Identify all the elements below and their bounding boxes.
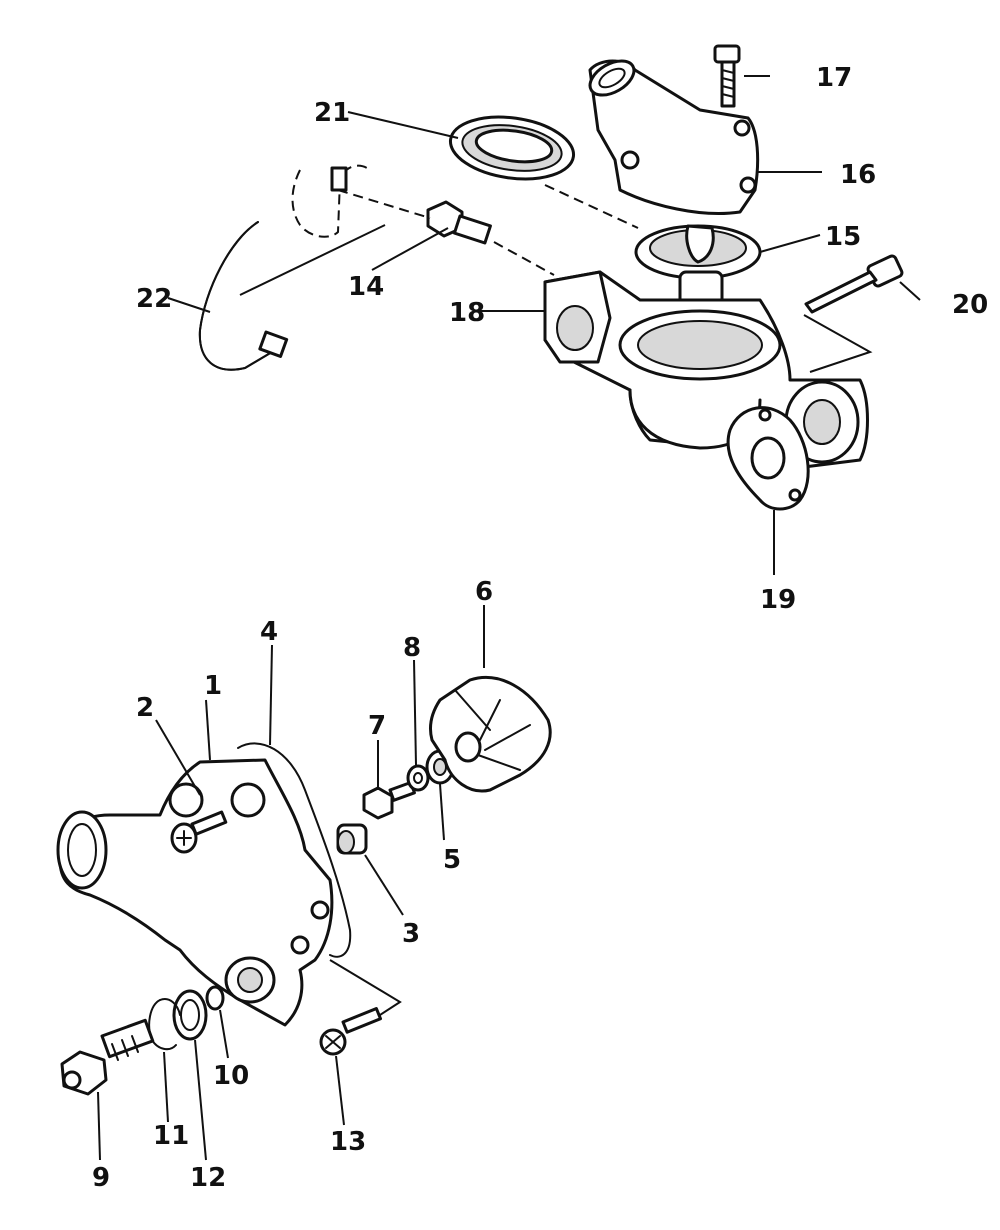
part-4-pump-gasket [237,742,352,958]
callout-18: 18 [449,298,485,328]
part-7-bolt [362,780,416,820]
part-3-spacer [336,823,368,855]
part-15-thermostat [634,224,762,308]
wire-connector-dashed-line [291,164,371,238]
callout-9: 9 [92,1163,110,1193]
part-12-ring [172,989,208,1041]
callout-8: 8 [403,633,421,663]
callout-5: 5 [443,845,461,875]
callout-19: 19 [760,585,796,615]
callout-7: 7 [368,711,386,741]
part-22-wire-harness [198,221,289,371]
callout-2: 2 [136,693,154,723]
callout-1: 1 [204,671,222,701]
callout-13: 13 [330,1127,366,1157]
wire-connector-terminal [330,166,348,192]
callout-4: 4 [260,617,278,647]
leader-lines [97,75,921,1161]
part-2-screw [170,810,228,854]
callout-6: 6 [475,577,493,607]
callout-11: 11 [153,1121,189,1151]
part-19-gasket [726,406,810,511]
callout-12: 12 [190,1163,226,1193]
part-20-long-bolt [804,254,904,314]
callout-21: 21 [314,98,350,128]
part-1-pump-housing [56,758,334,1027]
callout-17: 17 [816,63,852,93]
callout-16: 16 [840,160,876,190]
callout-10: 10 [213,1061,249,1091]
part-6-impeller [428,675,552,793]
part-14-temperature-sender [426,200,492,245]
part-9-drain-plug [60,1018,155,1096]
callout-14: 14 [348,272,384,302]
part-17-bolt [713,44,741,108]
part-10-washer [205,985,225,1011]
callout-22: 22 [136,284,172,314]
callout-15: 15 [825,222,861,252]
part-8-washer [406,764,430,792]
callout-3: 3 [402,919,420,949]
callout-20: 20 [952,290,988,320]
part-13-screw [319,1007,382,1056]
part-21-seal-ring [448,115,576,181]
part-16-thermostat-cover [588,59,760,215]
callout-labels: 17 21 16 15 14 22 20 18 19 6 4 8 1 2 7 5… [92,63,988,1193]
